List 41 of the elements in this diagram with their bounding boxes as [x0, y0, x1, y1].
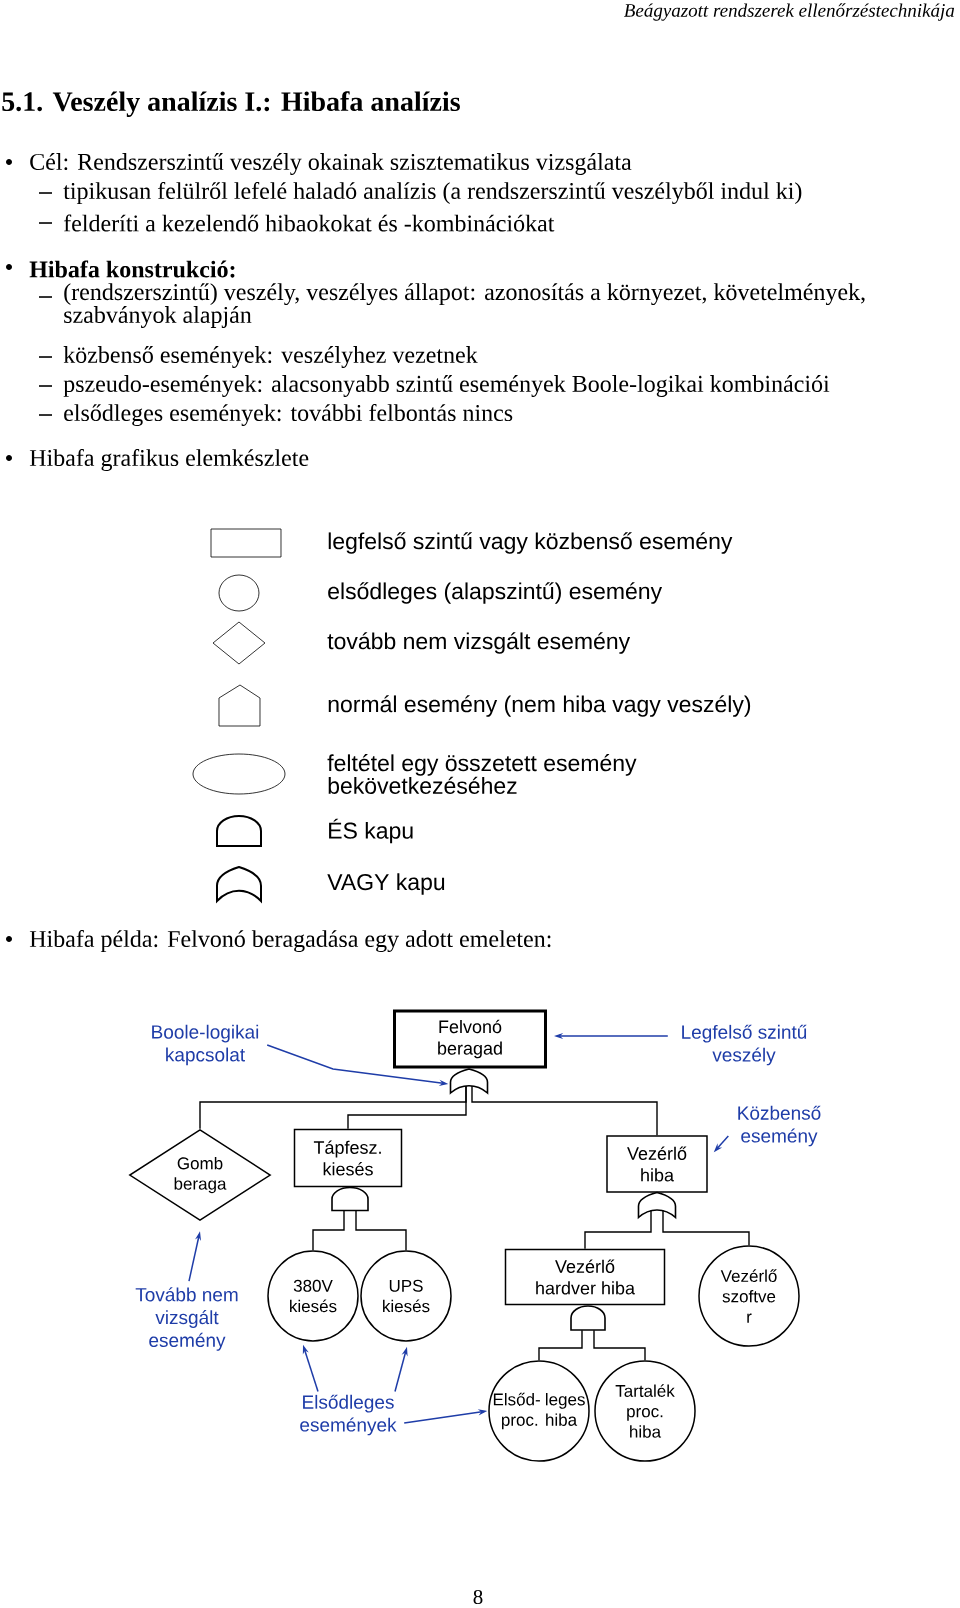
- annotation-text: Boole-logikai kapcsolat: [152, 1024, 259, 1066]
- legend-text: tovább nem vizsgált esemény: [327, 632, 631, 654]
- connector-line: [471, 1085, 658, 1136]
- connector-line: [312, 1210, 345, 1251]
- bullet-text: Hibafa grafikus elemkészlete: [29, 449, 309, 472]
- sub-bullet-text: felderíti a kezelendő hibaokokat és -kombinációkat: [63, 214, 555, 232]
- page-text: 8: [473, 1589, 483, 1605]
- event-box: Felvonó beragad: [393, 1009, 547, 1069]
- connector-line: [584, 1209, 652, 1250]
- legend-text: ÉS kapu: [329, 818, 413, 844]
- and-gate: [331, 1186, 369, 1212]
- bullet-text: Cél: Rendszerszintű veszély okainak szisztematikus vizsgálata: [30, 153, 632, 175]
- sub-bullet-text: (rendszerszintű) veszély, veszélyes állapot: azonosítás a környezet, követelmények, szabványok alapján: [64, 283, 865, 328]
- connector-line: [355, 1210, 407, 1251]
- connector-line: [538, 1329, 583, 1361]
- connector-line: [662, 1209, 750, 1246]
- page-text: Beágyazott rendszerek ellenőrzéstechnikája: [624, 3, 955, 21]
- sub-bullet-text: pszeudo-események: alacsonyabb szintű események Boole-logikai kombinációi: [63, 375, 830, 397]
- or-gate: [449, 1068, 489, 1094]
- or-gate: [637, 1191, 677, 1219]
- annotation-text: Tovább nem vizsgált esemény: [135, 1287, 238, 1351]
- connector-line: [593, 1329, 646, 1361]
- event-box: Vezérlő hardver hiba: [504, 1248, 666, 1306]
- event-box: Vezérlő hiba: [606, 1135, 708, 1193]
- heading: 5.1. Veszély analízis I.: Hibafa analízis: [2, 91, 460, 117]
- annotation-text: Legfelső szintű veszély: [682, 1024, 807, 1066]
- legend-text: legfelső szintű vagy közbenső esemény: [328, 532, 733, 554]
- and-gate: [570, 1305, 606, 1331]
- sub-bullet-text: tipikusan felülről lefelé haladó analízis (a rendszerszintű veszélyből indul ki): [63, 182, 802, 205]
- bullet-text: Hibafa példa: Felvonó beragadása egy adott emeleten:: [29, 930, 551, 953]
- legend-text: feltétel egy összetett esemény bekövetkezéséhez: [327, 754, 637, 794]
- legend-text: VAGY kapu: [327, 873, 445, 895]
- legend-text: elsődleges (alapszintű) esemény: [328, 582, 663, 604]
- sub-bullet-text: elsődleges események: további felbontás nincs: [64, 404, 513, 427]
- annotation-text: Közbenső esemény: [738, 1105, 821, 1147]
- legend-text: normál esemény (nem hiba vagy veszély): [328, 695, 751, 717]
- bullet-text: Hibafa konstrukció:: [29, 260, 235, 278]
- sub-bullet-text: közbenső események: veszélyhez vezetnek: [63, 346, 478, 368]
- connector-line: [347, 1085, 467, 1130]
- annotation-text: Elsődleges események: [300, 1394, 397, 1436]
- event-box: Tápfesz. kiesés: [293, 1128, 403, 1188]
